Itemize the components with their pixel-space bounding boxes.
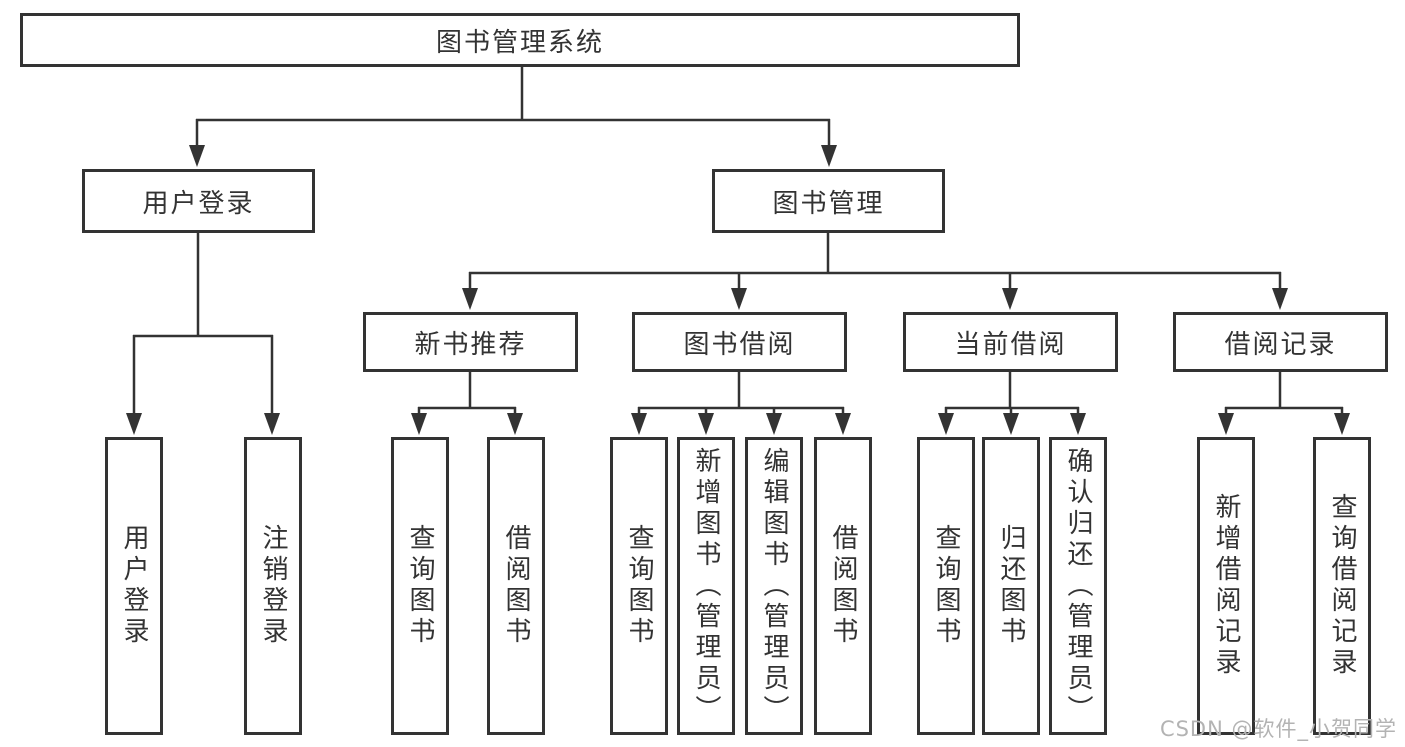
node-label: 注销登录 (258, 524, 288, 648)
node-label: 新增借阅记录 (1211, 493, 1241, 679)
node-current-borrowing: 当前借阅 (903, 312, 1118, 372)
leaf-query-books-borrowing: 查询图书 (610, 437, 668, 735)
leaf-add-borrow-record: 新增借阅记录 (1197, 437, 1255, 735)
node-label: 用户登录 (119, 524, 149, 648)
watermark: CSDN @软件_小贺同学 (1159, 717, 1397, 741)
node-label: 借阅图书 (828, 524, 858, 648)
node-label: 当前借阅 (954, 329, 1067, 360)
node-label: 编辑图书（管理员） (759, 446, 789, 726)
leaf-query-books-current: 查询图书 (917, 437, 975, 735)
node-label: 确认归还（管理员） (1063, 446, 1093, 726)
node-label: 新书推荐 (414, 329, 527, 360)
leaf-edit-books-admin: 编辑图书（管理员） (745, 437, 803, 735)
node-label: 查询图书 (624, 524, 654, 648)
arrowhead-icons (126, 145, 1350, 435)
node-label: 查询图书 (405, 524, 435, 648)
node-label: 借阅图书 (501, 524, 531, 648)
node-label: 用户登录 (142, 188, 255, 219)
leaf-return-books: 归还图书 (982, 437, 1040, 735)
node-label: 图书管理 (772, 188, 885, 219)
node-label: 新增图书（管理员） (691, 446, 721, 726)
leaf-user-login: 用户登录 (105, 437, 163, 735)
node-label: 借阅记录 (1224, 329, 1337, 360)
node-library-management-system: 图书管理系统 (20, 13, 1020, 67)
leaf-query-borrow-record: 查询借阅记录 (1313, 437, 1371, 735)
leaf-confirm-return-admin: 确认归还（管理员） (1049, 437, 1107, 735)
node-new-book-recommend: 新书推荐 (363, 312, 578, 372)
node-label: 查询借阅记录 (1327, 493, 1357, 679)
node-book-management: 图书管理 (712, 169, 945, 233)
node-borrowing-records: 借阅记录 (1173, 312, 1388, 372)
node-book-borrowing: 图书借阅 (632, 312, 847, 372)
leaf-logout: 注销登录 (244, 437, 302, 735)
leaf-query-books-recommend: 查询图书 (391, 437, 449, 735)
leaf-borrow-books: 借阅图书 (814, 437, 872, 735)
node-user-login: 用户登录 (82, 169, 315, 233)
leaf-add-books-admin: 新增图书（管理员） (677, 437, 735, 735)
node-label: 归还图书 (996, 524, 1026, 648)
leaf-borrow-books-recommend: 借阅图书 (487, 437, 545, 735)
node-label: 查询图书 (931, 524, 961, 648)
node-label: 图书管理系统 (435, 27, 604, 58)
node-label: 图书借阅 (683, 329, 796, 360)
